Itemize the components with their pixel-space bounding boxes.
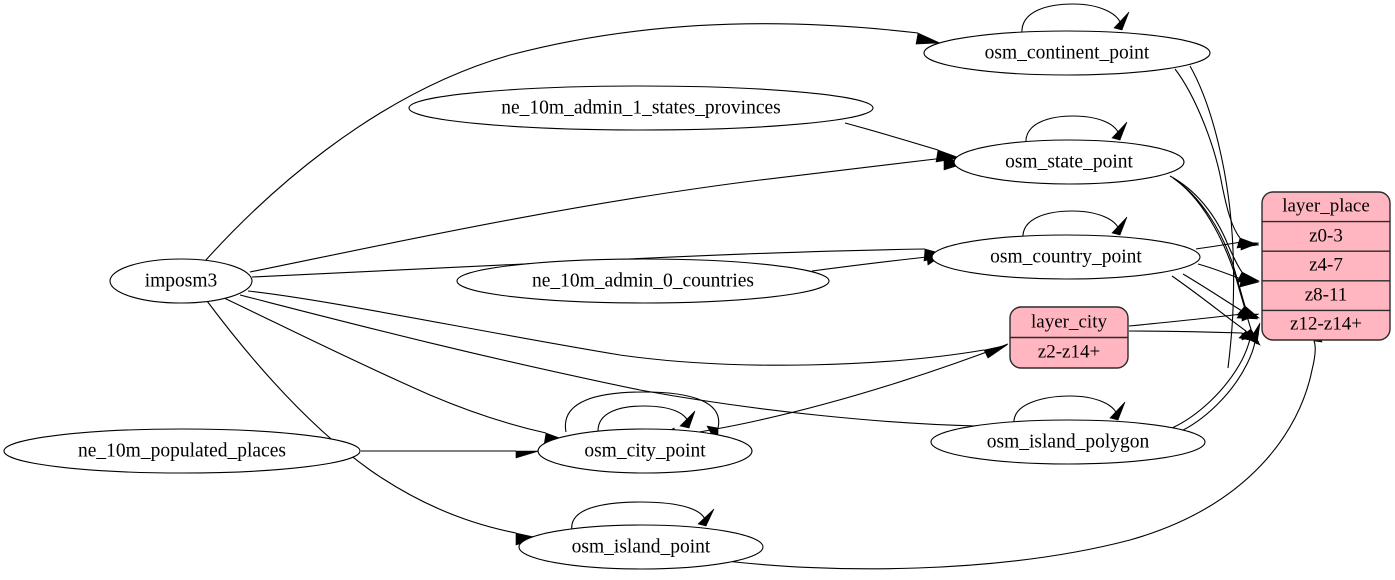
edge-imposm3-to-osm-continent-point bbox=[204, 23, 941, 262]
node-label-osm-continent-point: osm_continent_point bbox=[985, 42, 1150, 63]
edge-osm-continent-point-secondary bbox=[1189, 65, 1235, 369]
node-label-osm-island-point: osm_island_point bbox=[572, 536, 711, 557]
node-osm-city-point[interactable]: osm_city_point bbox=[537, 428, 753, 474]
edge-osm-country-point-to-layer-place-z0-3 bbox=[1195, 241, 1260, 251]
node-label-osm-island-polygon: osm_island_polygon bbox=[987, 431, 1150, 452]
node-label-ne-countries: ne_10m_admin_0_countries bbox=[532, 270, 754, 291]
self-loop-osm-continent-point bbox=[1021, 3, 1130, 35]
node-ne-10m-populated-places[interactable]: ne_10m_populated_places bbox=[3, 428, 361, 474]
node-label-osm-country-point: osm_country_point bbox=[990, 246, 1142, 267]
record-row-layer-city-0[interactable]: z2-z14+ bbox=[1038, 341, 1100, 362]
edge-imposm3-to-layer-city bbox=[247, 290, 1008, 366]
node-osm-island-point[interactable]: osm_island_point bbox=[518, 524, 764, 570]
node-label-osm-city-point: osm_city_point bbox=[584, 440, 706, 461]
edge-osm-continent-point-to-layer-place-z0-3 bbox=[1174, 68, 1260, 249]
node-osm-country-point[interactable]: osm_country_point bbox=[931, 234, 1201, 280]
edge-imposm3-to-osm-island-point bbox=[206, 300, 541, 546]
node-imposm3[interactable]: imposm3 bbox=[109, 258, 253, 304]
record-node-layer-city[interactable]: layer_city z2-z14+ bbox=[1009, 306, 1129, 369]
edge-imposm3-to-osm-state-point bbox=[249, 157, 968, 273]
edge-layer bbox=[204, 3, 1323, 570]
node-osm-continent-point[interactable]: osm_continent_point bbox=[923, 30, 1211, 76]
edge-imposm3-to-osm-island-polygon bbox=[239, 294, 1001, 439]
record-row-layer-place-2[interactable]: z8-11 bbox=[1305, 284, 1348, 305]
edge-layer-city-to-layer-place-z8-11 bbox=[1128, 313, 1260, 327]
self-loop-osm-island-polygon bbox=[1013, 395, 1126, 425]
edge-osm-island-polygon-to-layer-place-z12-z14 bbox=[1171, 322, 1261, 429]
edge-layer-city-to-layer-place-z12-z14 bbox=[1128, 330, 1260, 341]
edge-osm-country-point-to-layer-place-z4-7 bbox=[1197, 263, 1260, 288]
node-layer: imposm3 ne_10m_admin_1_states_provinces … bbox=[3, 30, 1391, 570]
edge-layer-city-to-osm-city-point bbox=[652, 343, 1009, 442]
node-label-osm-state-point: osm_state_point bbox=[1005, 151, 1133, 172]
self-loop-osm-country-point bbox=[1022, 210, 1128, 240]
self-loop-osm-state-point bbox=[1025, 115, 1128, 145]
node-label-ne-states: ne_10m_admin_1_states_provinces bbox=[501, 97, 780, 118]
edge-ne-states-to-osm-state-point bbox=[844, 122, 962, 163]
node-ne-10m-admin-1-states-provinces[interactable]: ne_10m_admin_1_states_provinces bbox=[408, 85, 874, 131]
edge-ne-populated-to-osm-city-point bbox=[361, 450, 540, 459]
record-title-layer-place: layer_place bbox=[1282, 195, 1370, 216]
edge-imposm3-to-osm-city-point bbox=[223, 297, 570, 446]
record-row-layer-place-3[interactable]: z12-z14+ bbox=[1290, 313, 1362, 334]
node-osm-state-point[interactable]: osm_state_point bbox=[953, 139, 1185, 185]
node-ne-10m-admin-0-countries[interactable]: ne_10m_admin_0_countries bbox=[456, 258, 830, 304]
record-row-layer-place-0[interactable]: z0-3 bbox=[1309, 225, 1343, 246]
node-label-ne-populated: ne_10m_populated_places bbox=[78, 440, 286, 461]
record-title-layer-city: layer_city bbox=[1031, 311, 1107, 332]
node-label-imposm3: imposm3 bbox=[145, 270, 218, 291]
node-osm-island-polygon[interactable]: osm_island_polygon bbox=[930, 419, 1206, 465]
record-node-layer-place[interactable]: layer_place z0-3 z4-7 z8-11 z12-z14+ bbox=[1261, 191, 1391, 341]
edge-osm-island-polygon-to-layer-place-z12-z14-b bbox=[1176, 341, 1256, 434]
record-row-layer-place-1[interactable]: z4-7 bbox=[1309, 254, 1343, 275]
self-loop-osm-island-point bbox=[571, 501, 715, 532]
self-loop-osm-city-point-inner bbox=[597, 405, 696, 432]
